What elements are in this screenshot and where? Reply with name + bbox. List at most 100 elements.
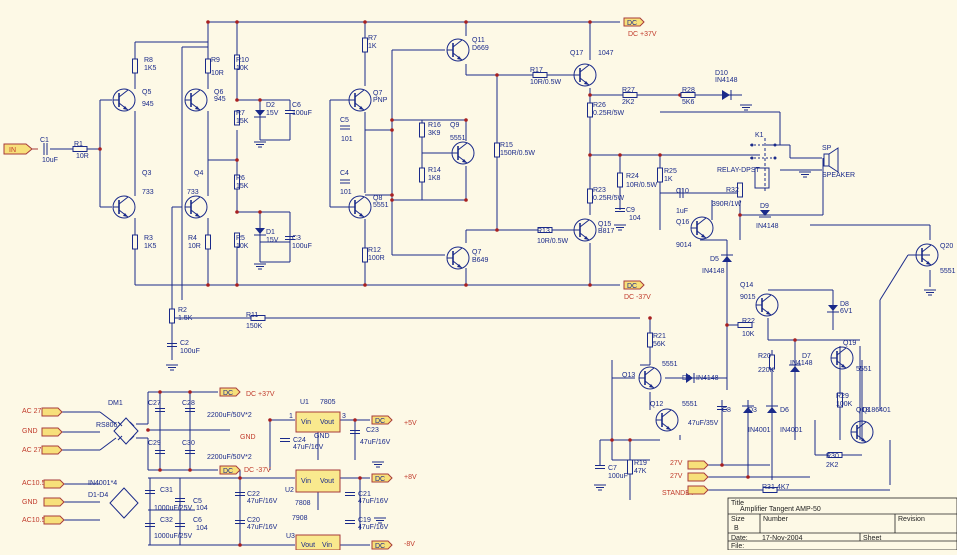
resistor-r4: R4 10R [188, 234, 211, 250]
svg-text:D5: D5 [710, 256, 719, 263]
svg-text:IN4148: IN4148 [696, 375, 719, 382]
svg-text:C21: C21 [358, 491, 371, 498]
svg-text:47K: 47K [634, 468, 647, 475]
svg-text:GND: GND [314, 433, 330, 440]
port-dc-psu-pos: DC DC +37V [219, 387, 275, 398]
resistor-r9: R9 10R [205, 57, 224, 77]
capacitor-c1: C1 10uF [40, 137, 58, 164]
port-dc8: DC +8V [371, 473, 417, 483]
svg-text:10K: 10K [742, 331, 755, 338]
svg-text:STANDBY: STANDBY [662, 490, 695, 497]
svg-text:Q16: Q16 [676, 219, 689, 226]
resistor-r30: R30 2K2 [826, 452, 843, 469]
svg-text:AC10.5: AC10.5 [22, 480, 45, 487]
svg-text:100K: 100K [836, 401, 853, 408]
svg-text:Q18: Q18 [856, 407, 869, 414]
svg-text:D10: D10 [715, 70, 728, 77]
svg-text:R25: R25 [664, 168, 677, 175]
svg-text:IN4148: IN4148 [702, 268, 725, 275]
svg-text:C1: C1 [40, 137, 49, 144]
svg-text:Number: Number [763, 516, 789, 523]
svg-text:DM1: DM1 [108, 400, 123, 407]
svg-text:390R/1W: 390R/1W [712, 201, 742, 208]
port-gnd-b: GND [22, 497, 65, 507]
svg-text:Vin: Vin [301, 478, 311, 485]
svg-text:9015: 9015 [740, 294, 756, 301]
svg-text:Q186401: Q186401 [862, 407, 891, 414]
svg-text:DC -37V: DC -37V [624, 294, 651, 301]
svg-text:R1: R1 [74, 141, 83, 148]
capacitor-c6b: C6 104 [174, 517, 208, 532]
svg-text:K1: K1 [755, 132, 764, 139]
svg-text:D669: D669 [472, 45, 489, 52]
port-ac27-a: AC 27V [22, 407, 63, 417]
svg-text:SP: SP [822, 145, 832, 152]
svg-text:C3: C3 [292, 235, 301, 242]
transistor-q8: Q8 5551 [348, 195, 389, 219]
svg-text:10R/0.5W: 10R/0.5W [626, 182, 658, 189]
svg-text:C5: C5 [193, 498, 202, 505]
port-27v-b: 27V [670, 472, 709, 482]
zener-d2: D2 15V [253, 102, 279, 148]
svg-text:C2: C2 [180, 340, 189, 347]
svg-text:Q12: Q12 [650, 401, 663, 408]
svg-text:Q7: Q7 [373, 90, 382, 97]
port-standby: STANDBY [662, 485, 709, 497]
transistor-q11: Q11 D669 [446, 37, 489, 62]
svg-text:Q15: Q15 [598, 221, 611, 228]
svg-text:6V1: 6V1 [840, 308, 853, 315]
svg-text:1K5: 1K5 [144, 243, 157, 250]
resistor-r15: R15 150R/0.5W [494, 142, 535, 158]
svg-text:R19: R19 [634, 460, 647, 467]
svg-text:Vin: Vin [301, 419, 311, 426]
svg-text:220K: 220K [758, 367, 775, 374]
svg-text:DC: DC [223, 468, 233, 475]
transistor-q4: Q4 733 [184, 170, 208, 219]
svg-text:10K: 10K [236, 65, 249, 72]
diode-d9: D9 IN4148 [756, 203, 779, 230]
port-27v-a: 27V [670, 460, 709, 470]
svg-text:Title: Title [731, 500, 744, 507]
port-ac10-b: AC10.5 [22, 515, 65, 525]
svg-text:10R/0.5W: 10R/0.5W [537, 238, 569, 245]
svg-text:17-Nov-2004: 17-Nov-2004 [762, 535, 803, 542]
svg-text:R30: R30 [826, 453, 839, 460]
resistor-r8: R8 1K5 [132, 57, 157, 74]
regulator-u1: U1 7805 Vin Vout 1 3 GND [289, 399, 346, 440]
svg-text:100uF: 100uF [292, 243, 312, 250]
capacitor-c27: C27 [148, 400, 166, 412]
svg-text:27V: 27V [670, 473, 683, 480]
svg-text:R32: R32 [726, 187, 739, 194]
svg-text:10R: 10R [211, 70, 224, 77]
svg-text:U2: U2 [285, 487, 294, 494]
svg-text:R9: R9 [211, 57, 220, 64]
speaker-sp: SP SPEAKER [798, 145, 855, 179]
svg-text:Q7: Q7 [472, 249, 481, 256]
svg-text:R28: R28 [682, 87, 695, 94]
resistor-r27: R27 2K2 [622, 87, 638, 106]
svg-text:47uF/16V: 47uF/16V [360, 439, 391, 446]
svg-text:100R: 100R [368, 255, 385, 262]
svg-text:5551: 5551 [373, 202, 389, 209]
svg-text:C29: C29 [148, 440, 161, 447]
svg-text:+8V: +8V [404, 474, 417, 481]
capacitor-c4: C4 101 [340, 170, 352, 196]
diode-d5: D5 IN4148 [702, 254, 733, 275]
svg-text:C7: C7 [608, 465, 617, 472]
svg-text:R10: R10 [236, 57, 249, 64]
svg-text:IN4001*4: IN4001*4 [88, 480, 117, 487]
svg-text:R6: R6 [236, 175, 245, 182]
svg-text:47uF/16V: 47uF/16V [247, 524, 278, 531]
title-block: Title Amplifier Tangent AMP-50 Size B Nu… [727, 497, 957, 551]
svg-text:1.5K: 1.5K [178, 315, 193, 322]
svg-text:1K: 1K [368, 43, 377, 50]
svg-text:IN: IN [9, 147, 16, 154]
capacitor-c32: C32 1000uF/25V [144, 517, 192, 540]
svg-text:5551: 5551 [940, 268, 956, 275]
capacitor-c10: C10 1uF [676, 188, 689, 215]
svg-text:5551: 5551 [856, 366, 872, 373]
svg-text:R2: R2 [178, 307, 187, 314]
transistor-q19: Q19 5551 [830, 340, 872, 373]
